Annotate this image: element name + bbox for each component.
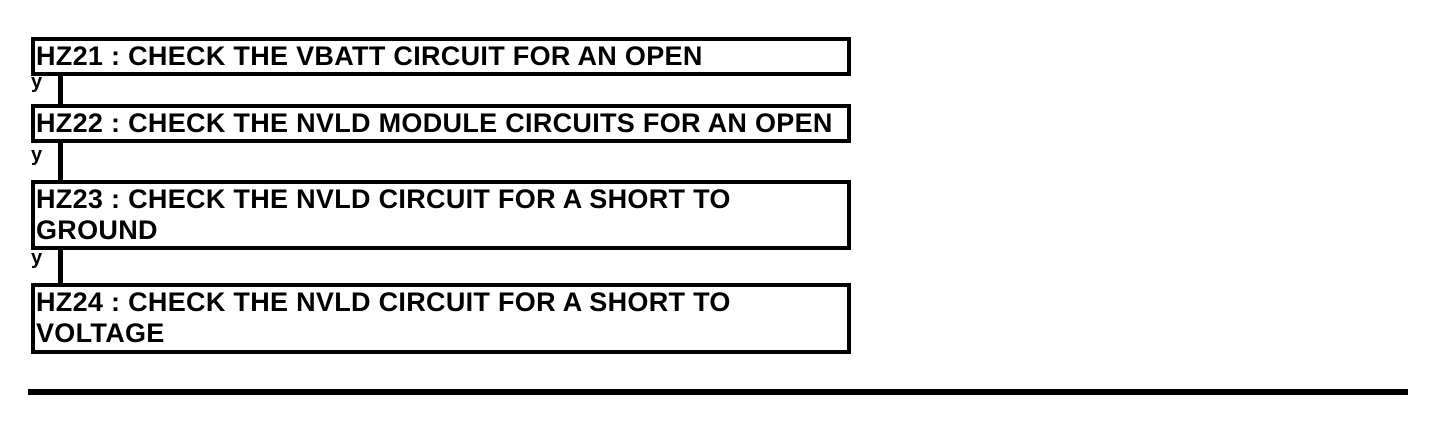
- yes-connector-line: [58, 75, 63, 106]
- step-title-line: HZ23 : CHECK THE NVLD CIRCUIT FOR A SHOR…: [36, 184, 731, 214]
- yes-connector-line: [58, 249, 63, 285]
- step-title-line: HZ22 : CHECK THE NVLD MODULE CIRCUITS FO…: [36, 108, 833, 138]
- yes-connector-line: [58, 142, 63, 182]
- step-box-hz24: HZ24 : CHECK THE NVLD CIRCUIT FOR A SHOR…: [31, 283, 851, 354]
- step-box-hz23: HZ23 : CHECK THE NVLD CIRCUIT FOR A SHOR…: [31, 180, 851, 250]
- step-title-line: GROUND: [36, 215, 158, 245]
- yes-branch-label: y: [31, 71, 43, 93]
- bottom-divider: [28, 389, 1408, 395]
- step-box-hz21: HZ21 : CHECK THE VBATT CIRCUIT FOR AN OP…: [31, 37, 851, 76]
- step-box-hz22: HZ22 : CHECK THE NVLD MODULE CIRCUITS FO…: [31, 104, 851, 143]
- step-title-line: HZ24 : CHECK THE NVLD CIRCUIT FOR A SHOR…: [36, 287, 731, 317]
- yes-branch-label: y: [31, 144, 43, 166]
- step-title-line: VOLTAGE: [36, 318, 165, 348]
- yes-branch-label: y: [31, 247, 43, 269]
- step-title-line: HZ21 : CHECK THE VBATT CIRCUIT FOR AN OP…: [36, 41, 703, 71]
